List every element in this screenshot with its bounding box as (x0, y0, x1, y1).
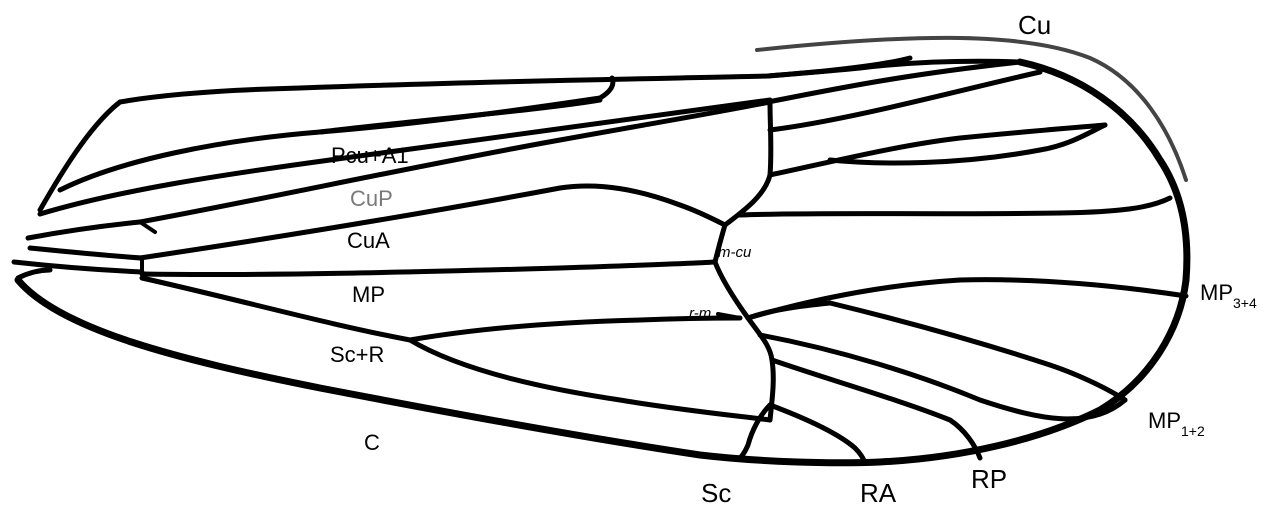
label-sc-r: Sc+R (330, 342, 384, 367)
m-cu-crossvein (712, 222, 728, 265)
apical-margin (1016, 58, 1191, 284)
basal-stub-2 (27, 245, 145, 261)
rp-vein (769, 357, 983, 461)
anal-vein-upper-branch (317, 97, 603, 135)
cua-vein (137, 183, 728, 261)
label-rp: RP (971, 464, 1007, 494)
basal-stub-1 (25, 219, 143, 241)
label-mp12-sub: 1+2 (1181, 423, 1205, 439)
cu-branch-3 (767, 69, 1043, 133)
sc-r-upper-branch (407, 315, 743, 343)
cu-branch-6 (737, 195, 1173, 218)
label-m-cu: m-cu (718, 244, 752, 261)
sc-r-lower-branch (407, 337, 773, 423)
mp12-vein (827, 300, 1128, 403)
cu-branch-4 (767, 122, 1108, 178)
basal-stub-4 (15, 267, 53, 281)
label-cup: CuP (350, 186, 393, 211)
cua-stem-to-anal (138, 220, 157, 234)
label-c: C (364, 430, 380, 455)
mp12-inner-vein (757, 332, 1128, 422)
label-ra: RA (860, 478, 897, 506)
cu-arc (755, 35, 1188, 182)
costal-margin (14, 276, 1190, 467)
basal-stub-3 (11, 259, 145, 275)
label-cua: CuA (347, 228, 390, 253)
label-mp: MP (352, 282, 385, 307)
label-mp34-sub: 3+4 (1233, 295, 1257, 311)
label-mp12: MP1+2 (1148, 408, 1205, 439)
cup-vein (137, 99, 773, 225)
cu-branch-5 (827, 122, 1108, 166)
cu-branch-2 (765, 59, 1023, 105)
label-pcu-a1: Pcu+A1 (331, 143, 409, 168)
cu-branch-1 (765, 55, 913, 79)
central-node-lower (712, 259, 776, 423)
sc-r-vein (139, 275, 413, 343)
label-mp34-base: MP (1200, 280, 1233, 305)
sc-vein (737, 402, 773, 461)
label-sc: Sc (701, 478, 731, 506)
ra-vein (767, 402, 868, 466)
r-m-pointer (716, 312, 742, 320)
mp-vein (139, 259, 718, 278)
pcu-a1-vein (37, 97, 773, 217)
label-r-m: r-m (689, 305, 711, 322)
label-mp12-base: MP (1148, 408, 1181, 433)
label-mp34: MP3+4 (1200, 280, 1257, 311)
central-node-upper (722, 99, 774, 228)
label-cu: Cu (1018, 10, 1051, 40)
mp34-vein (745, 277, 1189, 321)
